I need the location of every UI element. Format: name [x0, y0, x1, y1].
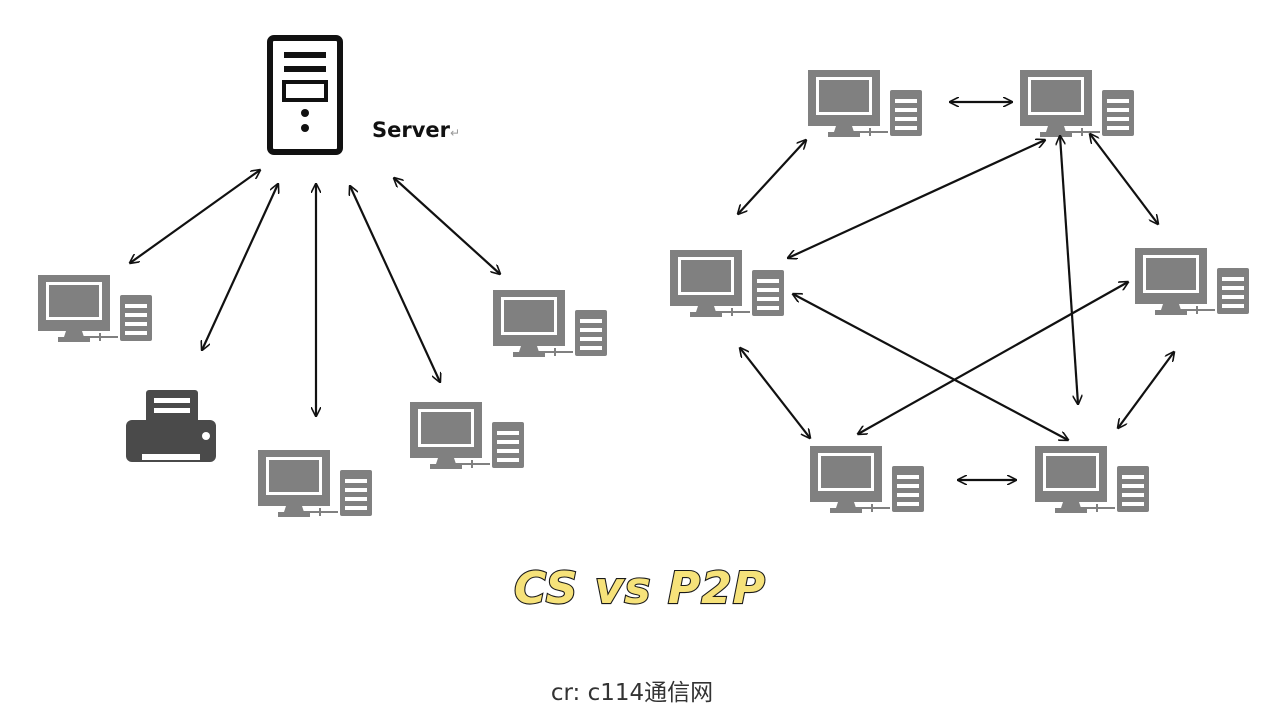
server-label: Server	[372, 118, 451, 142]
return-mark-icon: ↵	[450, 126, 460, 140]
arrow-server-client-3	[350, 186, 440, 382]
arrow-top-right-middle-right	[1090, 134, 1158, 224]
diagram-title: CS vs P2P	[514, 563, 766, 614]
arrow-middle-right-bottom-left	[858, 282, 1128, 434]
arrow-server-client-1	[130, 170, 260, 263]
peer-middle-right-computer-icon	[1134, 247, 1250, 316]
p2p-connection-arrows	[738, 102, 1174, 480]
source-credit: cr: c114通信网	[551, 680, 713, 706]
peer-top-right-computer-icon	[1019, 69, 1135, 138]
arrow-top-right-bottom-right	[1060, 136, 1078, 404]
peer-bottom-right-computer-icon	[1034, 445, 1150, 514]
arrow-middle-left-bottom-left	[740, 348, 810, 438]
printer-icon	[126, 390, 216, 462]
arrow-server-printer	[202, 184, 278, 350]
server-icon	[267, 35, 343, 155]
arrow-middle-right-bottom-right	[1118, 352, 1174, 428]
cs-client-4-computer-icon	[492, 289, 608, 358]
arrow-top-left-middle-left	[738, 140, 806, 214]
cs-client-3-computer-icon	[409, 401, 525, 470]
peer-top-left-computer-icon	[807, 69, 923, 138]
arrow-top-right-middle-left	[788, 140, 1045, 258]
peer-bottom-left-computer-icon	[809, 445, 925, 514]
arrow-server-client-4	[394, 178, 500, 274]
arrow-middle-left-bottom-right	[793, 294, 1068, 440]
cs-client-1-computer-icon	[37, 274, 153, 343]
peer-middle-left-computer-icon	[669, 249, 785, 318]
cs-client-2-computer-icon	[257, 449, 373, 518]
cs-connection-arrows	[130, 170, 500, 416]
